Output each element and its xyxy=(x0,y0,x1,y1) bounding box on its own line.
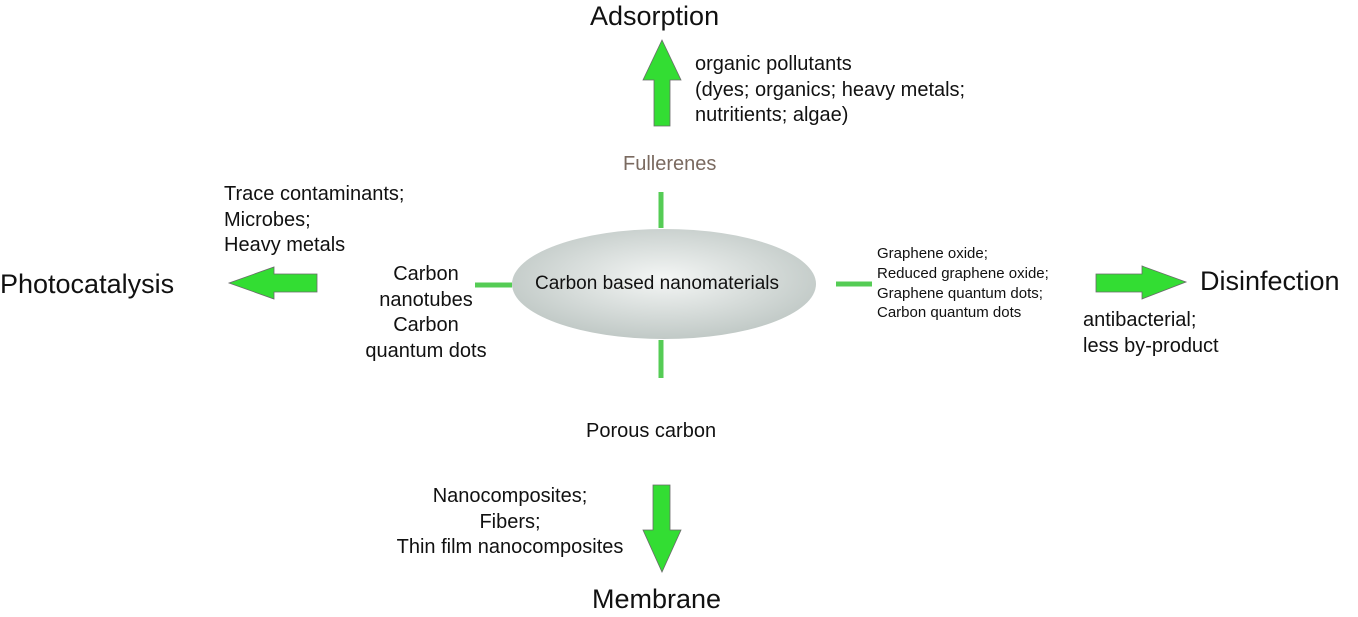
photocatalysis-targets: Trace contaminants; Microbes; Heavy meta… xyxy=(224,182,404,259)
arrow-down-membrane xyxy=(642,484,682,573)
adsorption-targets: organic pollutants (dyes; organics; heav… xyxy=(695,52,965,129)
disinfection-target-line: antibacterial; xyxy=(1083,309,1197,331)
app-title-adsorption: Adsorption xyxy=(590,1,720,31)
material-left-line: nanotubes xyxy=(379,288,473,311)
arrow-up-adsorption xyxy=(642,39,682,127)
arrow-right-disinfection xyxy=(1095,265,1188,300)
disinfection-targets: antibacterial; less by-product xyxy=(1083,308,1219,359)
material-right-line: Reduced graphene oxide; xyxy=(877,264,1049,282)
material-right-group: Graphene oxide; Reduced graphene oxide; … xyxy=(877,244,1049,323)
app-title-membrane: Membrane xyxy=(592,584,722,614)
material-left-line: Carbon xyxy=(393,314,459,336)
arrow-left-photocatalysis xyxy=(227,266,318,300)
material-left-group: Carbon nanotubes Carbon quantum dots xyxy=(356,262,496,364)
center-label: Carbon based nanomaterials xyxy=(535,273,779,294)
photocatalysis-target-line: Trace contaminants; xyxy=(224,183,405,205)
material-right-line: Graphene quantum dots; xyxy=(877,284,1043,302)
adsorption-target-line: organic pollutants xyxy=(695,53,852,75)
material-porous-carbon: Porous carbon xyxy=(586,420,717,442)
membrane-target-line: Thin film nanocomposites xyxy=(396,536,624,558)
adsorption-target-line: nutritients; algae) xyxy=(695,104,849,126)
material-left-line: quantum dots xyxy=(365,339,487,362)
photocatalysis-target-line: Microbes; xyxy=(224,208,311,231)
material-fullerenes: Fullerenes xyxy=(623,153,717,175)
material-right-line: Carbon quantum dots xyxy=(877,304,1022,322)
disinfection-target-line: less by-product xyxy=(1083,334,1219,357)
photocatalysis-target-line: Heavy metals xyxy=(224,234,346,256)
material-left-line: Carbon xyxy=(393,263,459,285)
adsorption-target-line: (dyes; organics; heavy metals; xyxy=(695,78,966,101)
membrane-targets: Nanocomposites; Fibers; Thin film nanoco… xyxy=(372,484,648,561)
membrane-target-line: Nanocomposites; xyxy=(432,485,588,507)
membrane-target-line: Fibers; xyxy=(479,510,541,533)
material-right-line: Graphene oxide; xyxy=(877,245,988,262)
center-ellipse xyxy=(512,229,816,339)
app-title-disinfection: Disinfection xyxy=(1200,266,1340,296)
app-title-photocatalysis: Photocatalysis xyxy=(0,269,175,299)
